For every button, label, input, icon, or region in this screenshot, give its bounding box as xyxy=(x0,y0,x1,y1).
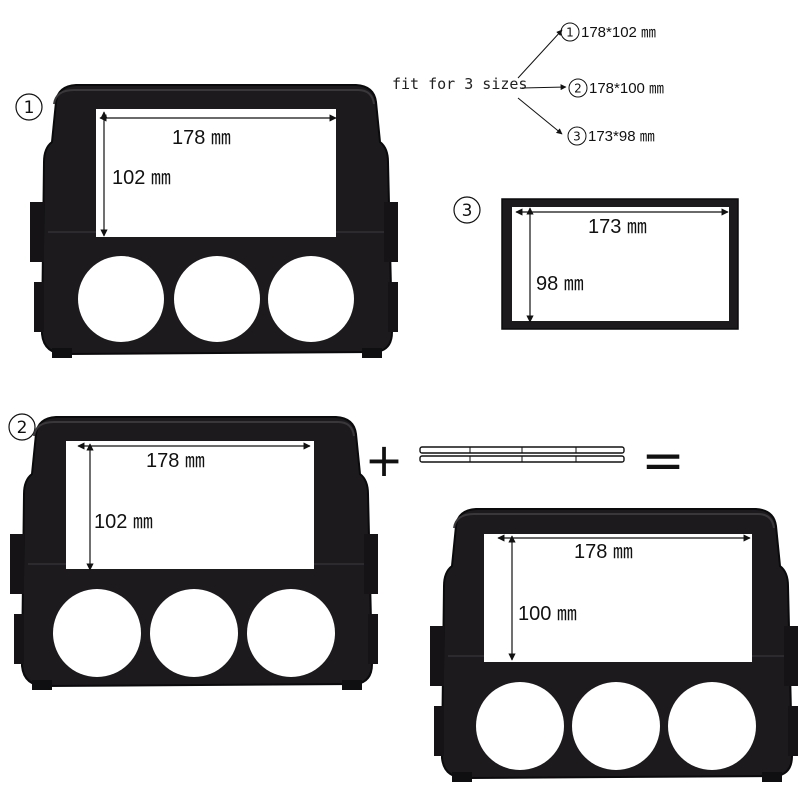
vent-left xyxy=(53,589,141,677)
size-legend: fit for 3 sizes 1 178*102 ㎜ 2 178*100 ㎜ … xyxy=(392,22,664,146)
panel-2-height-label: 102 ㎜ xyxy=(94,511,153,533)
panel-1-frame xyxy=(29,84,399,359)
panel-result-height-label: 100 ㎜ xyxy=(518,603,577,625)
legend-arrow-2 xyxy=(521,84,567,91)
panel-1-screen-opening xyxy=(96,109,336,237)
panel-1-number-circle xyxy=(15,93,43,121)
legend-option-3-size: 173*98 ㎜ xyxy=(588,128,655,145)
panel-2-number: 2 xyxy=(17,418,28,438)
panel-1: 1 178 ㎜ 102 ㎜ xyxy=(15,84,399,359)
equals-sign: = xyxy=(641,431,685,491)
panel-1-height-label: 102 ㎜ xyxy=(112,167,171,189)
legend-option-1-number: 1 xyxy=(566,26,574,40)
plus-sign: + xyxy=(365,433,404,487)
vent-right xyxy=(668,682,756,770)
legend-option-3-circle xyxy=(567,126,587,146)
panel-result-frame xyxy=(429,508,799,783)
panel-3-screen-opening xyxy=(512,207,729,321)
panel-3-number-circle xyxy=(453,196,481,224)
vent-left xyxy=(476,682,564,770)
vent-right xyxy=(247,589,335,677)
panel-2: 2 178 ㎜ 102 ㎜ xyxy=(8,413,379,691)
panel-result: 178 ㎜ 100 ㎜ xyxy=(429,508,799,783)
legend-option-1-circle xyxy=(560,22,580,42)
panel-result-screen-opening xyxy=(484,534,752,662)
panel-3-height-label: 98 ㎜ xyxy=(536,273,584,295)
legend-heading: fit for 3 sizes xyxy=(392,75,527,93)
panel-3-number: 3 xyxy=(462,201,473,221)
vent-center xyxy=(572,682,660,770)
panel-1-width-label: 178 ㎜ xyxy=(172,127,231,149)
panel-1-number: 1 xyxy=(24,98,35,118)
vent-center xyxy=(174,256,260,342)
panel-2-number-circle xyxy=(8,413,36,441)
equation: + = xyxy=(365,431,685,491)
spacer-strips xyxy=(419,446,625,463)
legend-option-3-number: 3 xyxy=(573,130,581,144)
vent-right xyxy=(268,256,354,342)
legend-option-1-size: 178*102 ㎜ xyxy=(581,24,656,41)
panel-2-screen-opening xyxy=(66,441,314,569)
panel-2-width-label: 178 ㎜ xyxy=(146,450,205,472)
legend-arrow-3 xyxy=(517,97,563,135)
vent-center xyxy=(150,589,238,677)
panel-3: 3 173 ㎜ 98 ㎜ xyxy=(453,196,739,330)
legend-option-2-circle xyxy=(568,78,588,98)
panel-3-width-label: 173 ㎜ xyxy=(588,216,647,238)
legend-arrow-1 xyxy=(517,29,563,79)
vent-left xyxy=(78,256,164,342)
panel-2-frame xyxy=(9,416,379,691)
panel-result-width-label: 178 ㎜ xyxy=(574,541,633,563)
legend-option-2-number: 2 xyxy=(574,82,582,96)
legend-option-2-size: 178*100 ㎜ xyxy=(589,80,664,97)
